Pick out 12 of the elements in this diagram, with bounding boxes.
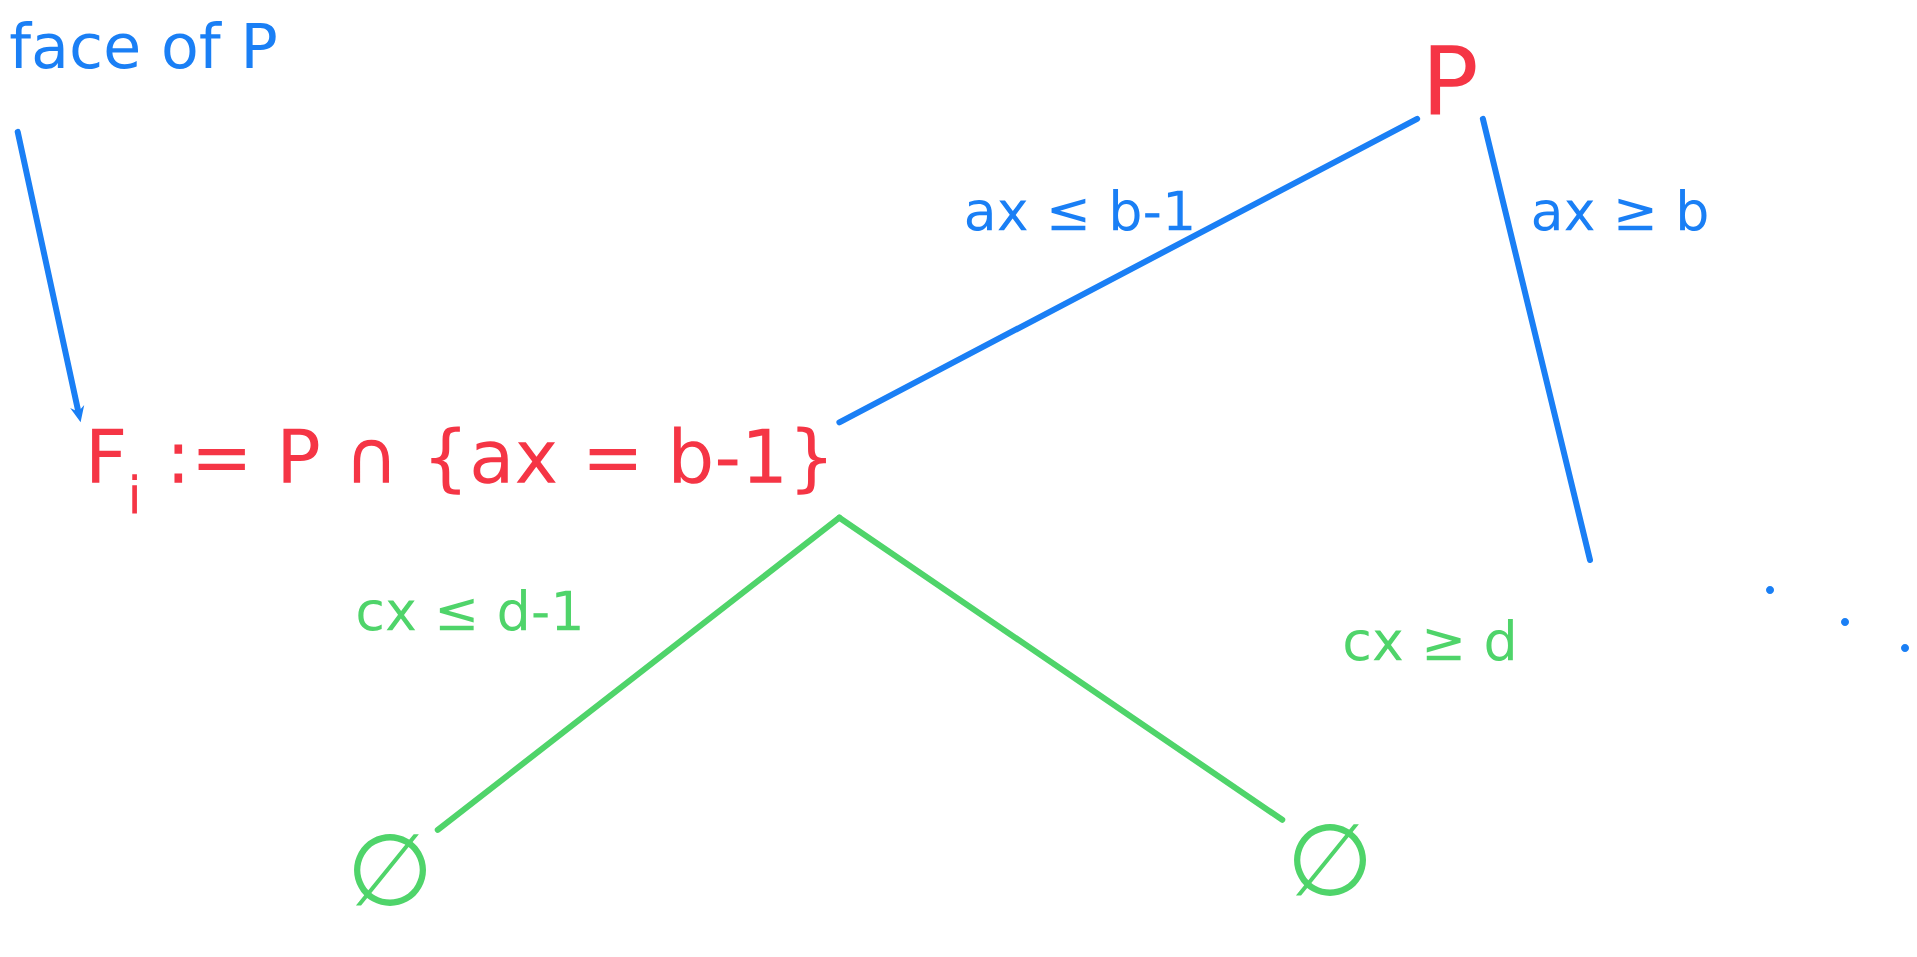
formula-text: P xyxy=(1430,45,1476,115)
empty-set-symbol: ∅ xyxy=(1294,824,1366,896)
edge-label: ax ≤ b-1 xyxy=(966,189,1192,231)
branch-line xyxy=(836,514,1286,823)
edge-label: cx ≥ d xyxy=(1345,619,1513,661)
edge-label: ax ≥ b xyxy=(1533,189,1707,231)
branch-line xyxy=(836,115,1421,426)
edge-label: cx ≤ d-1 xyxy=(358,589,580,631)
branch-line xyxy=(1479,115,1593,563)
label-text: face of P xyxy=(10,21,276,69)
formula-text: F$_{i}$ := P ∩ {ax = b-1} xyxy=(92,426,826,514)
empty-set-symbol: ∅ xyxy=(354,834,426,906)
